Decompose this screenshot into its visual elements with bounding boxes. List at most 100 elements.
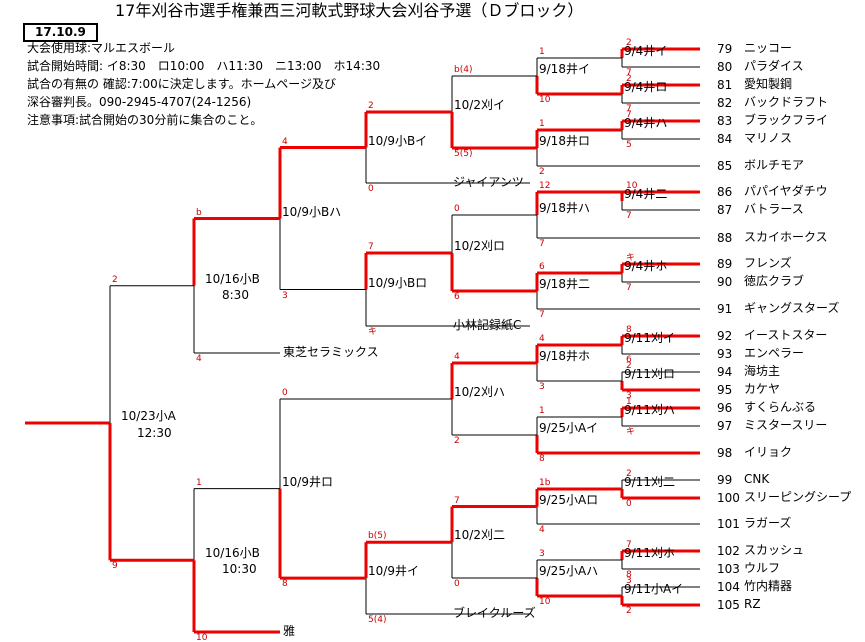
team-name: 海坊主 — [744, 364, 781, 378]
match-label: 10/9小Bロ — [368, 275, 428, 290]
match-label: 9/11刈二 — [624, 475, 675, 489]
match-score: 7 — [626, 110, 632, 120]
match-score: 7 — [539, 310, 545, 320]
match-label: 9/18井二 — [539, 277, 590, 291]
match-score: 10 — [196, 633, 208, 642]
match-score: 2 — [626, 469, 632, 479]
match-score: 2 — [626, 38, 632, 48]
match-label: 9/18井ロ — [539, 134, 590, 148]
match-time: 10:30 — [222, 562, 257, 577]
team-name: カケヤ — [744, 382, 781, 396]
match-score: 2 — [454, 436, 460, 446]
match-score: 5 — [626, 140, 632, 150]
match-label: 10/16小B — [205, 546, 260, 561]
team-number: 91 — [717, 302, 733, 316]
match-score: 7 — [454, 495, 460, 506]
match-score: 4 — [282, 136, 288, 147]
info-line-contact: 深谷審判長。090-2945-4707(24-1256) — [27, 95, 252, 109]
team-number: 103 — [717, 562, 740, 576]
match-score: 4 — [196, 354, 202, 364]
match-score: 7 — [626, 211, 632, 221]
team-number: 104 — [717, 580, 740, 594]
match-label: 9/4井イ — [624, 44, 668, 58]
team-name: ボルチモア — [744, 158, 805, 172]
match-score: 3 — [539, 549, 545, 559]
team-number: 101 — [717, 517, 740, 531]
match-label: 9/4井ホ — [624, 259, 668, 273]
match-score: 6 — [626, 355, 632, 365]
team-number: 87 — [717, 203, 733, 217]
match-score: 6 — [539, 262, 545, 272]
match-score: 8 — [626, 570, 632, 580]
match-label: 10/9小Bイ — [368, 133, 428, 148]
team-name: ニッコー — [744, 41, 793, 55]
team-number: 86 — [717, 185, 733, 199]
match-score: 3 — [626, 391, 632, 401]
team-number: 99 — [717, 473, 733, 487]
match-score: 2 — [626, 606, 632, 616]
match-label: 9/25小Aハ — [539, 564, 599, 578]
seeded-team: ブレイクルーズ — [453, 606, 536, 620]
team-number: 93 — [717, 347, 733, 361]
team-name: ラガーズ — [744, 516, 792, 530]
team-name: スカイホークス — [744, 230, 828, 244]
match-score: 12 — [539, 181, 551, 191]
team-name: 竹内精器 — [744, 579, 793, 593]
match-score: 3 — [282, 290, 288, 301]
match-score: 2 — [539, 167, 545, 177]
match-score: 7 — [626, 104, 632, 114]
match-label: 9/18井イ — [539, 62, 590, 76]
team-number: 89 — [717, 257, 733, 271]
final-label: 10/23小A — [121, 409, 176, 424]
match-label: 9/25小Aイ — [539, 421, 599, 435]
match-label: 9/11刈ハ — [624, 403, 675, 417]
final-score: 9 — [112, 561, 118, 572]
match-score: 4 — [539, 334, 545, 344]
team-number: 79 — [717, 42, 733, 56]
team-number: 92 — [717, 329, 733, 343]
match-score: 7 — [539, 239, 545, 249]
team-number: 84 — [717, 132, 733, 146]
match-score: 7 — [368, 242, 374, 252]
team-number: 97 — [717, 419, 733, 433]
team-name: パラダイス — [744, 59, 804, 73]
match-label: 10/9井イ — [368, 564, 419, 579]
match-label: 9/11刈ロ — [624, 367, 675, 381]
seeded-team: 東芝セラミックス — [283, 345, 379, 359]
team-name: 愛知製鋼 — [744, 77, 793, 91]
team-number: 90 — [717, 275, 733, 289]
match-score: 7 — [626, 68, 632, 78]
team-name: ギャングスターズ — [744, 301, 840, 315]
match-label: 10/2刈ロ — [454, 239, 505, 253]
match-score: 2 — [368, 101, 374, 111]
team-number: 94 — [717, 365, 733, 379]
match-score: 0 — [626, 499, 632, 509]
match-score: 4 — [539, 525, 545, 535]
team-name: フレンズ — [744, 256, 792, 270]
team-name: ブラックフライ — [744, 113, 829, 127]
team-name: CNK — [744, 472, 770, 486]
team-number: 100 — [717, 491, 740, 505]
match-score: 1 — [539, 47, 545, 57]
seeded-team: 小林記録紙C — [453, 318, 522, 332]
info-line-confirm: 試合の有無の 確認:7:00に決定します。ホームページ及び — [27, 77, 337, 91]
match-label: 9/18井ハ — [539, 201, 590, 215]
match-score: 0 — [282, 388, 288, 398]
page-title: 17年刈谷市選手権兼西三河軟式野球大会刈谷予選（Ｄブロック） — [115, 1, 584, 20]
date-badge: 17.10.9 — [23, 23, 98, 42]
match-score: 1 — [626, 397, 632, 407]
match-score: 5(5) — [454, 149, 473, 159]
match-score: b(4) — [454, 65, 473, 75]
team-name: すくらんぶる — [744, 400, 817, 414]
match-score: 2 — [626, 74, 632, 84]
team-number: 82 — [717, 96, 733, 110]
match-score: 5(4) — [368, 615, 387, 625]
team-number: 105 — [717, 598, 740, 612]
team-number: 81 — [717, 78, 733, 92]
team-number: 96 — [717, 401, 733, 415]
team-name: マリノス — [744, 131, 793, 145]
match-time: 8:30 — [222, 287, 249, 302]
match-score: 1 — [539, 406, 545, 416]
team-number: 83 — [717, 114, 733, 128]
